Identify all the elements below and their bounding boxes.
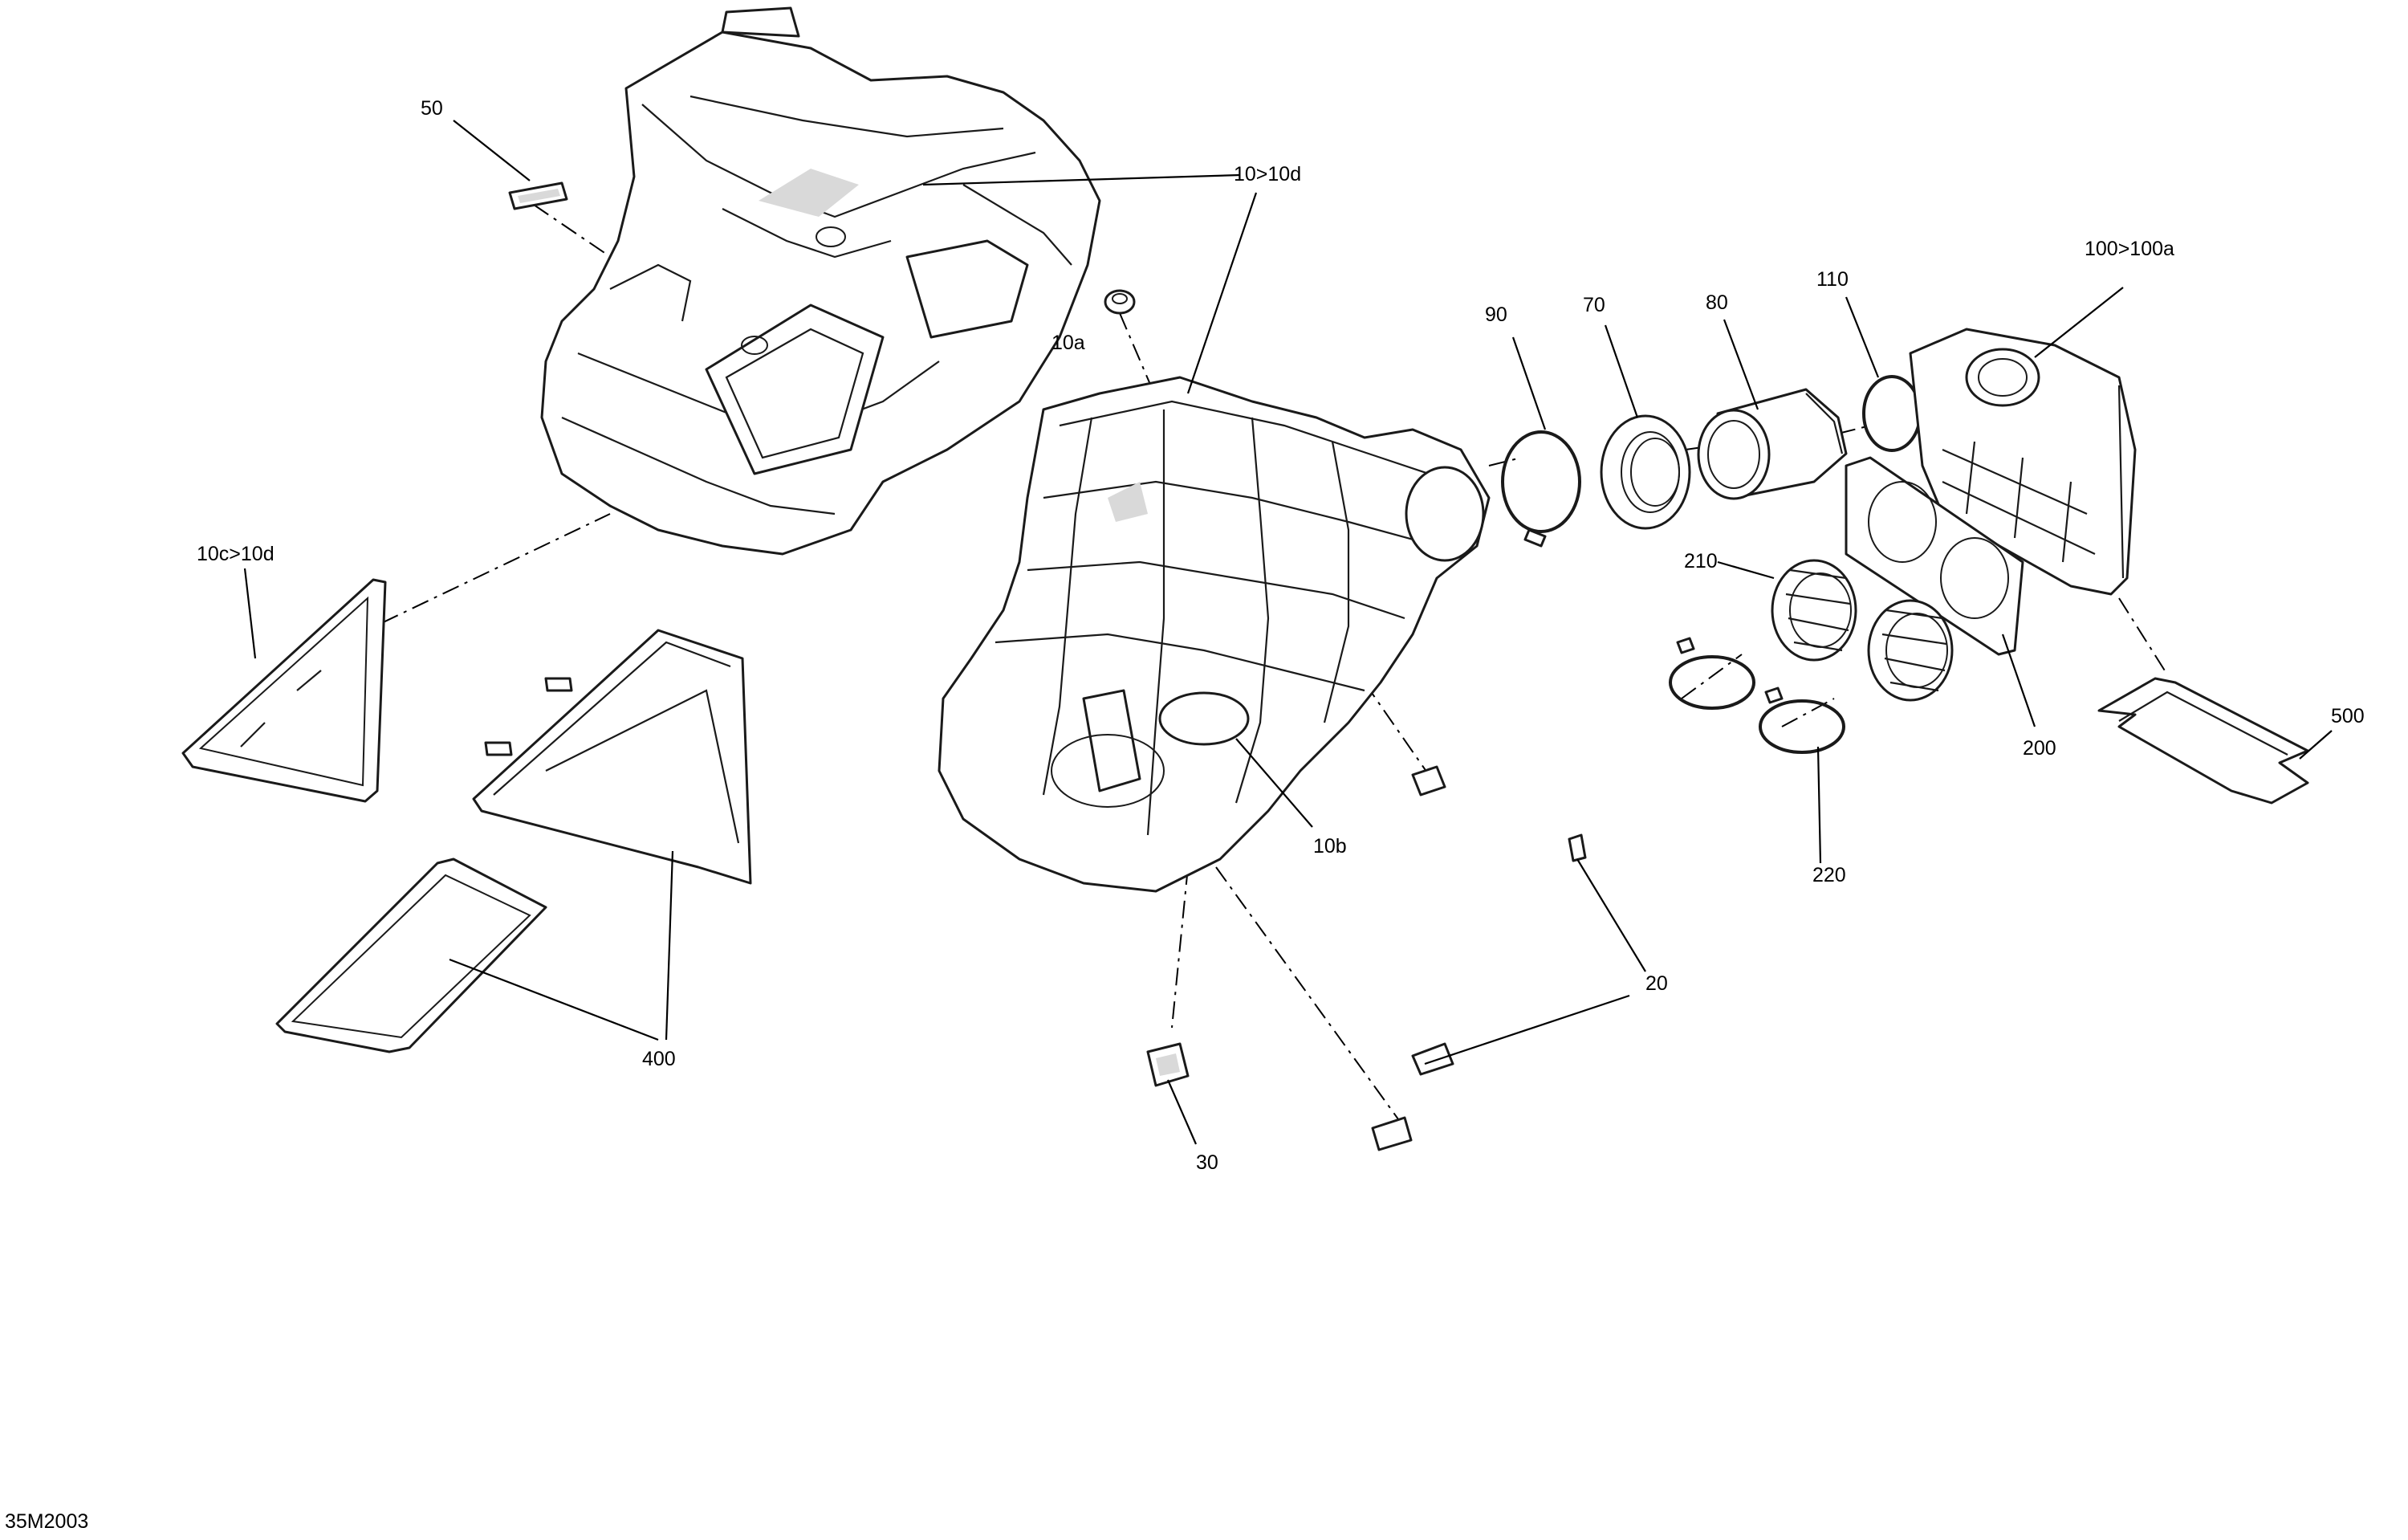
upper-airbox-housing [540,6,1101,556]
part-500-pad [2097,677,2309,805]
part-10c-seal [181,578,387,803]
callout-500: 500 [2331,705,2365,727]
lower-airbox-housing [938,376,1491,893]
part-70-adapter [1600,414,1691,530]
callout-210: 210 [1684,550,1718,572]
callout-10b: 10b [1313,835,1347,858]
callout-80: 80 [1706,291,1728,314]
callout-50: 50 [421,97,443,120]
part-90-clamp [1501,430,1581,548]
leader-lines [243,120,2333,1145]
callout-70: 70 [1583,294,1605,316]
callout-90: 90 [1485,304,1507,326]
part-400-panel [472,629,752,885]
callout-220: 220 [1812,864,1846,886]
callout-400: 400 [642,1048,676,1070]
callout-10-10d: 10>10d [1234,163,1301,185]
callout-20: 20 [1645,972,1668,995]
part-80-tube [1697,388,1848,500]
callout-200: 200 [2023,737,2056,760]
part-50-label [508,181,568,210]
part-220-clamps [1669,637,1845,754]
figure-id-code: 35M2003 [5,1510,88,1533]
part-210-boots [1771,559,1954,702]
callout-10c-10d: 10c>10d [197,543,275,565]
part-100-filter-housing [1909,328,2137,596]
part-200-frame [1845,456,2024,656]
callout-10a: 10a [1051,332,1085,354]
part-110-oring [1862,375,1922,452]
part-400-filter [275,858,547,1053]
callout-110: 110 [1816,268,1849,291]
part-10a-grommet [1104,289,1136,315]
callout-30: 30 [1196,1151,1218,1174]
callouts: 50 10>10d 10a 10c>10d 10b 400 30 20 90 7… [197,97,2365,1174]
callout-100-100a: 100>100a [2085,238,2174,260]
alignment-lines [320,204,2168,1129]
clip-parts [1146,765,1587,1151]
